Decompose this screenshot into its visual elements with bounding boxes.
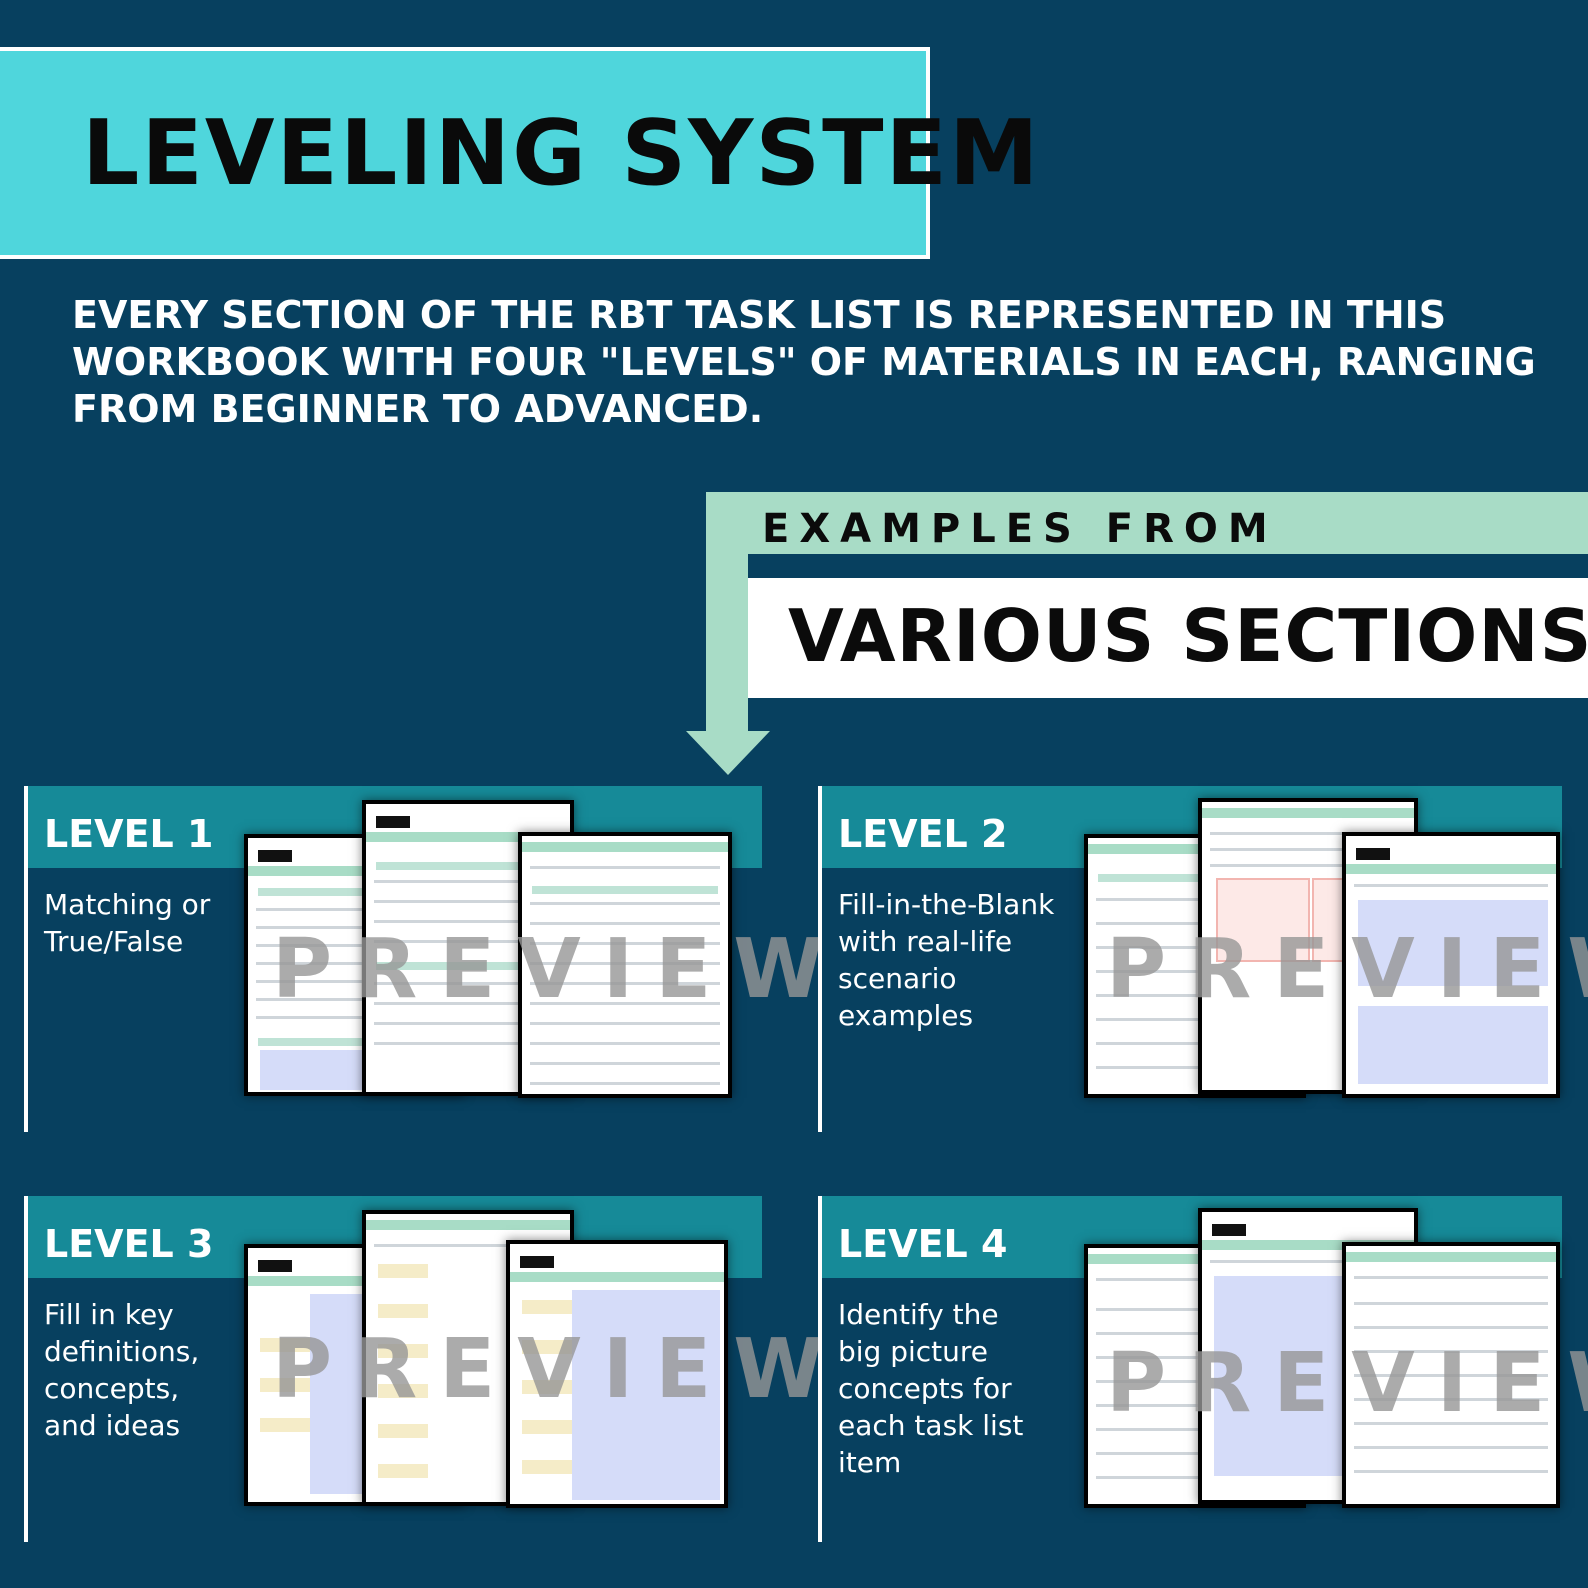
worksheet-page — [518, 832, 732, 1098]
level-4-title: LEVEL 4 — [838, 1222, 1008, 1266]
level-3-panel: LEVEL 3 Fill in key definitions, concept… — [24, 1196, 824, 1542]
title-banner: LEVELING SYSTEM — [0, 47, 1039, 259]
sections-box — [748, 578, 1588, 698]
level-4-panel: LEVEL 4 Identify the big picture concept… — [818, 1196, 1588, 1542]
sections-heading: VARIOUS SECTIONS — [788, 594, 1588, 678]
preview-watermark: PREVIEW — [1106, 1336, 1588, 1431]
arrow-shaft — [706, 492, 748, 732]
level-2-panel: LEVEL 2 Fill-in-the-Blank with real-life… — [818, 786, 1588, 1132]
level-4-description: Identify the big picture concepts for ea… — [838, 1298, 1024, 1479]
level-2-description: Fill-in-the-Blank with real-life scenari… — [838, 888, 1055, 1032]
worksheet-page — [1342, 832, 1560, 1098]
preview-watermark: PREVIEW — [272, 1322, 846, 1417]
level-3-description: Fill in key definitions, concepts, and i… — [44, 1298, 200, 1442]
arrow-head — [686, 731, 770, 775]
level-1-description: Matching or True/False — [44, 888, 211, 958]
level-1-panel: LEVEL 1 Matching or True/False PREVIEW — [24, 786, 824, 1132]
examples-heading: EXAMPLES FROM — [762, 506, 1278, 552]
preview-watermark: PREVIEW — [1106, 922, 1588, 1017]
level-3-title: LEVEL 3 — [44, 1222, 214, 1266]
intro-text: EVERY SECTION OF THE RBT TASK LIST IS RE… — [72, 293, 1536, 431]
worksheet-page — [1342, 1242, 1560, 1508]
level-1-title: LEVEL 1 — [44, 812, 214, 856]
examples-band — [706, 492, 1588, 554]
preview-watermark: PREVIEW — [272, 922, 846, 1017]
page-title: LEVELING SYSTEM — [82, 101, 1041, 206]
level-2-title: LEVEL 2 — [838, 812, 1008, 856]
worksheet-page — [506, 1240, 728, 1508]
